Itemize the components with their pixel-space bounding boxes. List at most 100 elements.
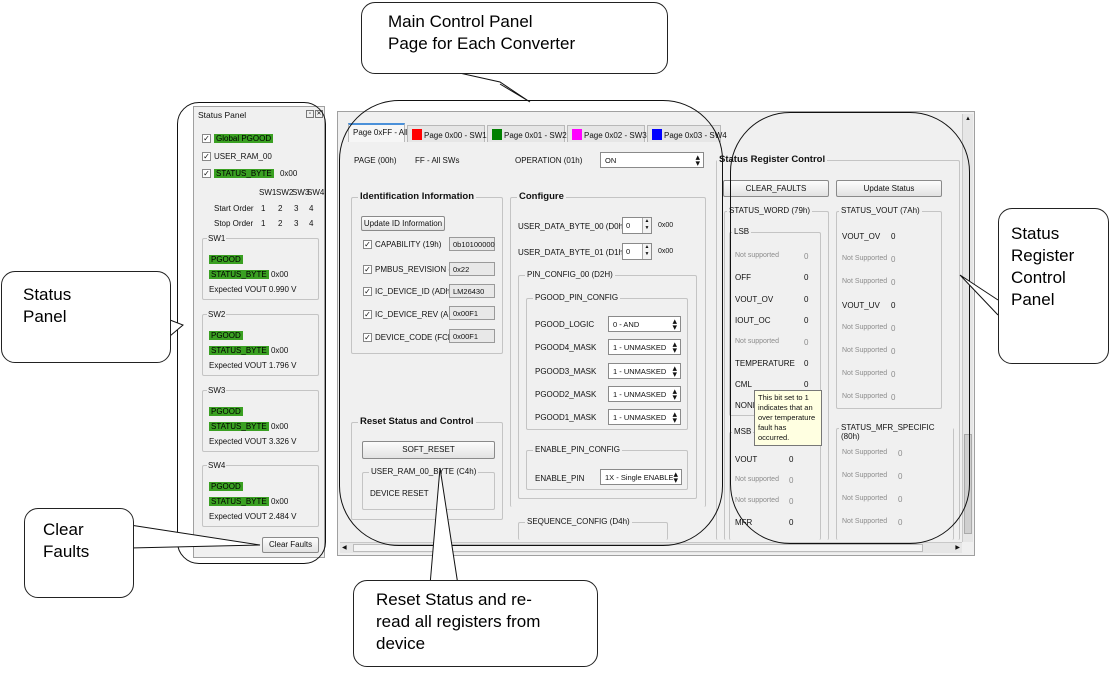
user-ram-checkbox[interactable]: ✓ (202, 152, 211, 162)
sw3-vout-value: 3.326 V (268, 437, 297, 446)
stop-order-sw4: 4 (309, 219, 314, 228)
status-byte-checkbox[interactable]: ✓ (202, 169, 211, 179)
clear-faults-line-1: Clear (43, 520, 84, 539)
pgood3-mask-select[interactable]: 1 - UNMASKED▴▾ (608, 363, 681, 379)
device-code-label: DEVICE_CODE (FCh) (375, 333, 456, 342)
lsb-value-5: 0 (804, 359, 809, 368)
pgood-logic-value: 0 - AND (613, 320, 640, 329)
sw2-status-value: 0x00 (270, 346, 289, 355)
sw1-status-byte: STATUS_BYTE (209, 270, 269, 279)
sw2-color-swatch (492, 129, 502, 140)
sw3-status-byte: STATUS_BYTE (209, 422, 269, 431)
pmbus-checkbox[interactable]: ✓ (363, 265, 372, 275)
sw1-status-row: STATUS_BYTE 0x00 (209, 270, 288, 279)
device-rev-label: IC_DEVICE_REV (AEh) (375, 310, 461, 319)
vertical-scrollbar[interactable]: ▲ (962, 114, 973, 542)
sw4-vout-value: 2.484 V (268, 512, 297, 521)
identification-group: Identification Information (351, 191, 503, 354)
sw1-vout-label: Expected VOUT (209, 285, 267, 294)
capability-checkbox[interactable]: ✓ (363, 240, 372, 250)
device-rev-checkbox[interactable]: ✓ (363, 310, 372, 320)
global-pgood-checkbox[interactable]: ✓ (202, 134, 211, 144)
pmbus-value: 0x22 (449, 262, 495, 276)
device-id-checkbox[interactable]: ✓ (363, 287, 372, 297)
enable-pin-config-group: ENABLE_PIN_CONFIG (526, 445, 688, 490)
scroll-right-icon[interactable]: ▶ (955, 545, 960, 551)
main-control-callout: Main Control Panel Page for Each Convert… (361, 2, 668, 74)
user-data-00-spinner[interactable]: 0 ▲▼ (622, 217, 652, 234)
tab-page-all[interactable]: Page 0xFF - All (348, 123, 408, 142)
pgood2-mask-select[interactable]: 1 - UNMASKED▴▾ (608, 386, 681, 402)
device-id-value: LM26430 (449, 284, 495, 298)
tab-page-sw2[interactable]: Page 0x01 - SW2 (487, 125, 567, 142)
pgood2-mask-label: PGOOD2_MASK (535, 390, 597, 399)
identification-title: Identification Information (358, 191, 476, 202)
sw4-status-row: STATUS_BYTE 0x00 (209, 497, 288, 506)
user-data-00-hex: 0x00 (658, 222, 674, 229)
id-row-pmbus: ✓PMBUS_REVISION (98h) (363, 265, 467, 275)
vout-value-4: 0 (891, 324, 896, 333)
user-data-01-hex: 0x00 (658, 248, 674, 255)
msb-value-3: 0 (789, 518, 794, 527)
horizontal-scroll-thumb[interactable] (353, 544, 923, 552)
operation-select[interactable]: ON ▴▾ (600, 152, 704, 168)
sw1-vout-row: Expected VOUT 0.990 V (209, 285, 296, 294)
user-data-01-spinner[interactable]: 0 ▲▼ (622, 243, 652, 260)
vout-label-5: Not Supported (842, 347, 888, 354)
msb-label-0: VOUT (735, 455, 758, 464)
pgood4-mask-select[interactable]: 1 - UNMASKED▴▾ (608, 339, 681, 355)
vout-value-2: 0 (891, 278, 896, 287)
mfr-label-3: Not Supported (842, 518, 888, 525)
spinner-arrows-icon[interactable]: ▲▼ (642, 218, 651, 233)
tab-page-sw3[interactable]: Page 0x02 - SW3 (567, 125, 647, 142)
lsb-label-5: TEMPERATURE (735, 359, 795, 368)
pgood1-mask-select[interactable]: 1 - UNMASKED▴▾ (608, 409, 681, 425)
reset-status-line-1: Reset Status and re- (376, 590, 532, 609)
reset-status-callout: Reset Status and re- read all registers … (353, 580, 598, 667)
sw4-group-title: SW4 (207, 461, 227, 470)
msb-label-1: Not supported (735, 476, 779, 483)
float-icon[interactable]: ▫ (306, 110, 314, 118)
scroll-up-icon[interactable]: ▲ (965, 116, 971, 122)
user-ram-row: ✓USER_RAM_00 (202, 152, 272, 162)
sw3-status-row: STATUS_BYTE 0x00 (209, 422, 288, 431)
msb-value-2: 0 (789, 497, 794, 506)
reset-title: Reset Status and Control (358, 416, 476, 427)
updown-arrow-icon: ▴▾ (672, 386, 677, 402)
device-code-checkbox[interactable]: ✓ (363, 333, 372, 343)
tab-page-sw1-label: Page 0x00 - SW1 (424, 131, 487, 140)
scroll-left-icon[interactable]: ◀ (342, 545, 347, 551)
horizontal-scrollbar[interactable]: ◀ ▶ (340, 542, 962, 553)
clear-faults-register-button[interactable]: CLEAR_FAULTS (723, 180, 829, 197)
tab-page-sw1[interactable]: Page 0x00 - SW1 (407, 125, 487, 142)
status-register-line-1: Status (1011, 224, 1060, 243)
pgood-logic-select[interactable]: 0 - AND▴▾ (608, 316, 681, 332)
close-icon[interactable]: ✕ (315, 110, 323, 118)
clear-faults-button[interactable]: Clear Faults (262, 537, 319, 553)
tab-page-sw4[interactable]: Page 0x03 - SW4 (647, 125, 727, 142)
status-panel-callout: Status Panel (1, 271, 171, 363)
update-status-button[interactable]: Update Status (836, 180, 942, 197)
configure-group: Configure (510, 191, 706, 507)
status-mfr-group: STATUS_MFR_SPECIFIC (80h) (836, 423, 954, 540)
lsb-value-2: 0 (804, 295, 809, 304)
update-id-button[interactable]: Update ID Information (361, 216, 445, 231)
status-word-group: STATUS_WORD (79h) (724, 206, 829, 540)
sw4-pgood: PGOOD (209, 482, 243, 491)
reset-status-line-3: device (376, 634, 426, 653)
sw2-status-byte: STATUS_BYTE (209, 346, 269, 355)
enable-pin-select[interactable]: 1X - Single ENABLE▴▾ (600, 469, 682, 485)
start-order-label: Start Order (214, 204, 254, 213)
id-row-device-code: ✓DEVICE_CODE (FCh) (363, 333, 456, 343)
spinner-arrows-icon[interactable]: ▲▼ (642, 244, 651, 259)
id-row-device-rev: ✓IC_DEVICE_REV (AEh) (363, 310, 461, 320)
tooltip-line-1: This bit set to 1 (758, 393, 809, 402)
vertical-scroll-thumb[interactable] (964, 434, 972, 534)
msb-title: MSB (732, 427, 754, 436)
sw4-vout-label: Expected VOUT (209, 512, 267, 521)
main-control-line-1: Main Control Panel (388, 12, 533, 31)
sw4-color-swatch (652, 129, 662, 140)
soft-reset-button[interactable]: SOFT_RESET (362, 441, 495, 459)
main-control-line-2: Page for Each Converter (388, 34, 576, 53)
status-panel-line-2: Panel (23, 307, 67, 326)
